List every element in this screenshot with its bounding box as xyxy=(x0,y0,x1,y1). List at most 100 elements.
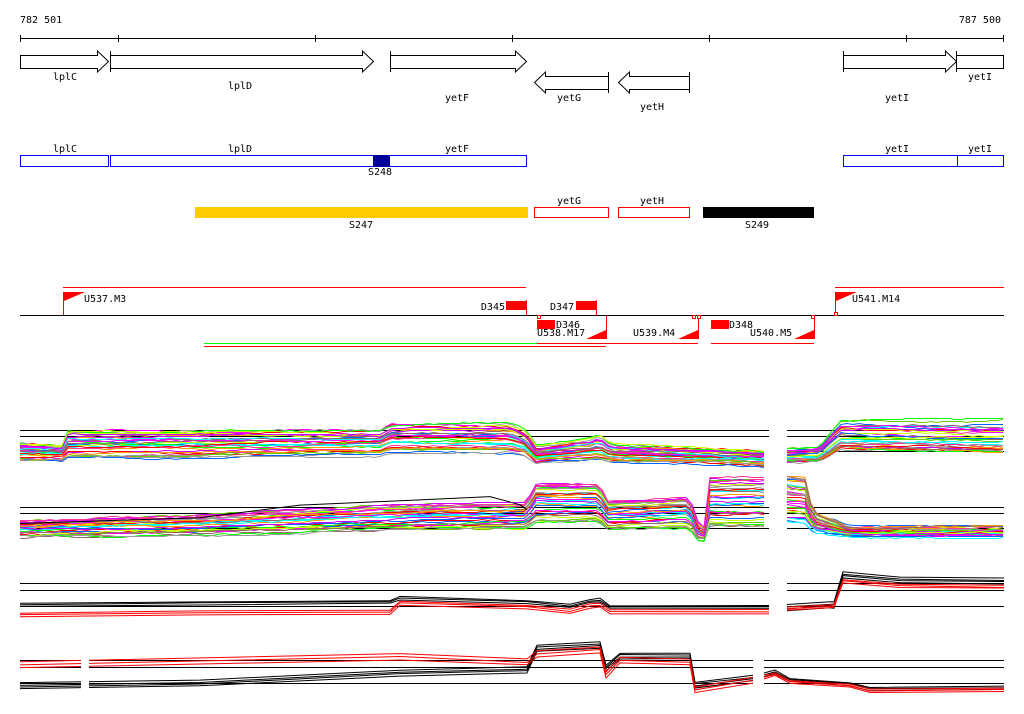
expression-series-line xyxy=(19,602,770,616)
expression-series-line xyxy=(20,425,765,453)
expression-series-line xyxy=(787,446,1003,462)
terminator-label-D345[interactable]: D345 xyxy=(481,302,505,313)
gene-yetI[interactable]: yetI xyxy=(843,49,958,104)
expression-series-line xyxy=(19,500,764,537)
expression-series-line xyxy=(786,485,1003,534)
expression-series-line xyxy=(20,445,765,467)
operon-label: yetI xyxy=(885,144,909,155)
expression-series-line xyxy=(20,450,764,465)
tu-label-U537-M3[interactable]: U537.M3 xyxy=(84,294,126,305)
terminator-label-D347[interactable]: D347 xyxy=(550,302,574,313)
terminator-D346[interactable] xyxy=(537,320,555,329)
operon-lplC[interactable] xyxy=(20,155,109,167)
expression-series-line xyxy=(19,597,770,608)
expression-series-line xyxy=(19,595,770,607)
tu-label-U540-M5[interactable]: U540.M5 xyxy=(750,328,792,339)
operon-label: lplC xyxy=(53,144,77,155)
terminator-D345[interactable] xyxy=(506,301,526,310)
gene-label: yetI xyxy=(885,93,909,104)
terminator-label-D346[interactable]: D346 xyxy=(556,320,580,331)
expression-series-line xyxy=(19,652,754,694)
terminator-label-D348[interactable]: D348 xyxy=(729,320,753,331)
segment-S247[interactable] xyxy=(195,207,528,218)
expression-series-line xyxy=(786,571,1005,606)
segment-label: S247 xyxy=(349,220,373,231)
expression-series-line xyxy=(20,519,764,543)
gene-label: yetH xyxy=(640,102,664,113)
expression-series-line xyxy=(786,431,1003,456)
expression-series-line xyxy=(787,445,1003,461)
gene-lplD[interactable]: lplD xyxy=(110,49,375,92)
expression-series-line xyxy=(786,428,1004,455)
gene-yetH[interactable]: yetH xyxy=(617,70,690,113)
expression-series-line xyxy=(786,582,1005,611)
expression-series-line xyxy=(763,671,1005,690)
promoter-flag-icon[interactable] xyxy=(678,330,698,339)
operon-yetI[interactable] xyxy=(843,155,958,167)
segment-S249[interactable] xyxy=(703,207,814,218)
operon-label: yetF xyxy=(445,144,469,155)
expression-series-line xyxy=(786,422,1003,452)
gene-yetI-2[interactable]: yetI xyxy=(956,51,1004,83)
expression-series-line xyxy=(19,646,754,688)
expression-series-line xyxy=(20,436,765,459)
segment-yetG[interactable] xyxy=(534,207,609,218)
gene-yetG[interactable]: yetG xyxy=(533,70,609,104)
expression-series-line xyxy=(787,439,1004,458)
operon-label: yetI xyxy=(968,144,992,155)
expression-series-line xyxy=(763,674,1005,693)
segment-label: yetH xyxy=(640,196,664,207)
expression-series-line xyxy=(19,433,764,459)
ruler: 782 501 787 500 xyxy=(20,15,1004,42)
gene-label: yetF xyxy=(445,93,469,104)
ruler-end-label: 787 500 xyxy=(959,15,1001,26)
expression-series-line xyxy=(19,511,765,540)
expression-series-line xyxy=(786,476,1004,531)
expression-series-line xyxy=(20,428,764,454)
tu-label-U541-M14[interactable]: U541.M14 xyxy=(852,294,900,305)
operon-lplD-yetF[interactable] xyxy=(110,155,527,167)
expression-series-line xyxy=(763,672,1005,690)
expression-series-line xyxy=(19,496,528,524)
promoter-flag-icon[interactable] xyxy=(836,292,857,301)
track-gap xyxy=(81,650,89,695)
gene-label: lplC xyxy=(53,72,77,83)
gene-lplC[interactable]: lplC xyxy=(20,49,110,83)
expression-series-line xyxy=(20,441,764,461)
ruler-ticks xyxy=(20,35,1004,42)
expression-series-line xyxy=(787,436,1003,457)
terminator-D347[interactable] xyxy=(576,301,596,310)
expression-series-line xyxy=(20,432,764,456)
expression-series-line xyxy=(19,599,770,609)
expression-series-line xyxy=(19,484,764,532)
expression-series-line xyxy=(19,446,764,464)
promoter-flag-icon[interactable] xyxy=(586,330,606,339)
expression-series-line xyxy=(20,494,764,536)
expression-series-line xyxy=(20,518,765,539)
transcription-unit-track: U537.M3 U541.M14 D345 D347 D346 U538.M17… xyxy=(20,287,1004,347)
expression-series-line xyxy=(787,444,1004,462)
expression-series-line xyxy=(787,418,1003,449)
expression-series-line xyxy=(20,427,765,455)
gene-label: lplD xyxy=(228,81,252,92)
gene-yetF[interactable]: yetF xyxy=(390,49,528,104)
tu-label-U538-M17[interactable]: U538.M17 xyxy=(537,328,585,339)
terminator-D348[interactable] xyxy=(711,320,729,329)
promoter-flag-icon[interactable] xyxy=(64,292,85,301)
expression-series-line xyxy=(19,643,754,686)
segment-yetH[interactable] xyxy=(618,207,690,218)
promoter-flag-icon[interactable] xyxy=(794,330,814,339)
expression-series-line xyxy=(787,517,1003,537)
expression-series-line xyxy=(786,580,1005,610)
segment-label: S249 xyxy=(745,220,769,231)
tu-label-U539-M4[interactable]: U539.M4 xyxy=(633,328,675,339)
gene-arrows-track: lplC lplD yetF yetG yetH yetI xyxy=(20,49,1004,113)
expression-series-line xyxy=(20,503,764,537)
expression-series-line xyxy=(19,422,764,455)
expression-series-line xyxy=(20,502,765,537)
operon-yetI-2[interactable] xyxy=(957,155,1004,167)
expression-series-line xyxy=(786,418,1004,449)
highlight-S248[interactable] xyxy=(373,155,390,167)
segment-track: S247 yetG yetH S249 xyxy=(195,196,814,231)
